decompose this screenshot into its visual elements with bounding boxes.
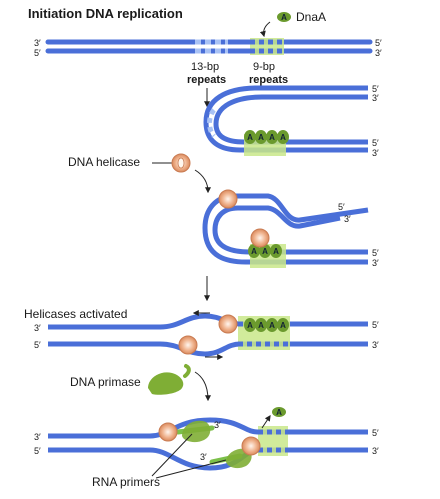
dnaa-arrow: [259, 21, 271, 38]
dnaa-letter: A: [258, 133, 264, 142]
helicases-activated-label: Helicases activated: [24, 307, 127, 321]
end-label: 5′: [375, 38, 382, 48]
dnaa-cluster: A A A: [248, 244, 282, 258]
dnaa-letter: A: [280, 133, 286, 142]
end-label: 5′: [34, 48, 41, 58]
dnaa-cluster: A A A A: [244, 318, 289, 332]
dnaa-letter: A: [269, 321, 275, 330]
end-label: 5′: [372, 84, 379, 94]
end-label: 3′: [214, 420, 221, 430]
end-label: 3′: [372, 446, 379, 456]
dna-helicase-label: DNA helicase: [68, 155, 140, 169]
primase-enzyme-icon: [148, 372, 184, 395]
duplex-row-3: A A A 5′ 3′ 5′ 3′: [202, 189, 379, 268]
dnaa-letter: A: [276, 408, 282, 417]
end-label: 3′: [344, 214, 351, 224]
primer-pointer: [155, 459, 227, 479]
dnaa-legend: A DnaA: [259, 10, 326, 38]
helicase-ring-icon: [250, 228, 270, 248]
helicase-ring-icon: [241, 436, 261, 456]
end-label: 5′: [34, 340, 41, 350]
end-label: 3′: [200, 452, 207, 462]
end-label: 3′: [372, 258, 379, 268]
rna-primers-label: RNA primers: [92, 475, 160, 489]
repeats-9-line2: repeats: [249, 74, 288, 86]
helicase-ring-icon: [178, 335, 198, 355]
end-label: 3′: [372, 148, 379, 158]
dnaa-letter: A: [247, 133, 253, 142]
helicase-ring-icon: [218, 314, 238, 334]
end-label: 5′: [34, 446, 41, 456]
end-label: 3′: [34, 38, 41, 48]
end-label: 3′: [34, 323, 41, 333]
released-dnaa-icon: [272, 407, 286, 417]
end-label: 5′: [372, 138, 379, 148]
end-label: 3′: [372, 340, 379, 350]
end-label: 5′: [338, 202, 345, 212]
duplex-row-5: A 3′ 3′ 3′ 5′ 5′ 3′: [34, 407, 379, 471]
duplex-row-1: 3′ 5′ 5′ 3′: [34, 38, 382, 58]
end-label: 5′: [372, 320, 379, 330]
duplex-row-2: A A A A 5′ 3′ 5′ 3′: [203, 84, 379, 158]
end-label: 3′: [34, 432, 41, 442]
repeats-13-line1: 13-bp: [191, 61, 219, 73]
duplex-row-4: A A A A 3′ 5′ 5′ 3′: [34, 310, 379, 360]
step-arrow: [194, 371, 211, 402]
primer-pointer: [151, 433, 193, 477]
release-arrow: [261, 415, 271, 429]
end-label: 5′: [372, 428, 379, 438]
end-label: 3′: [375, 48, 382, 58]
dnaa-protein-icon: [277, 12, 291, 22]
diagram-title: Initiation DNA replication: [28, 6, 183, 21]
helicase-ring-icon: [158, 422, 178, 442]
dnaa-letter: A: [262, 247, 268, 256]
dnaa-icon-letter: A: [281, 13, 287, 22]
dna-primase-label: DNA primase: [70, 375, 141, 389]
repeats-13-line2: repeats: [187, 74, 226, 86]
end-label: 3′: [372, 93, 379, 103]
dnaa-letter: A: [269, 133, 275, 142]
step-arrow: [194, 169, 211, 194]
helicase-ring-icon: [218, 189, 238, 209]
dnaa-letter: A: [258, 321, 264, 330]
repeats-9-line1: 9-bp: [253, 61, 275, 73]
dnaa-letter: A: [251, 247, 257, 256]
dnaa-letter: A: [247, 321, 253, 330]
dnaa-cluster: A A A A: [244, 130, 289, 144]
end-label: 5′: [372, 248, 379, 258]
dnaa-label: DnaA: [296, 10, 326, 24]
dnaa-letter: A: [273, 247, 279, 256]
dnaa-letter: A: [280, 321, 286, 330]
